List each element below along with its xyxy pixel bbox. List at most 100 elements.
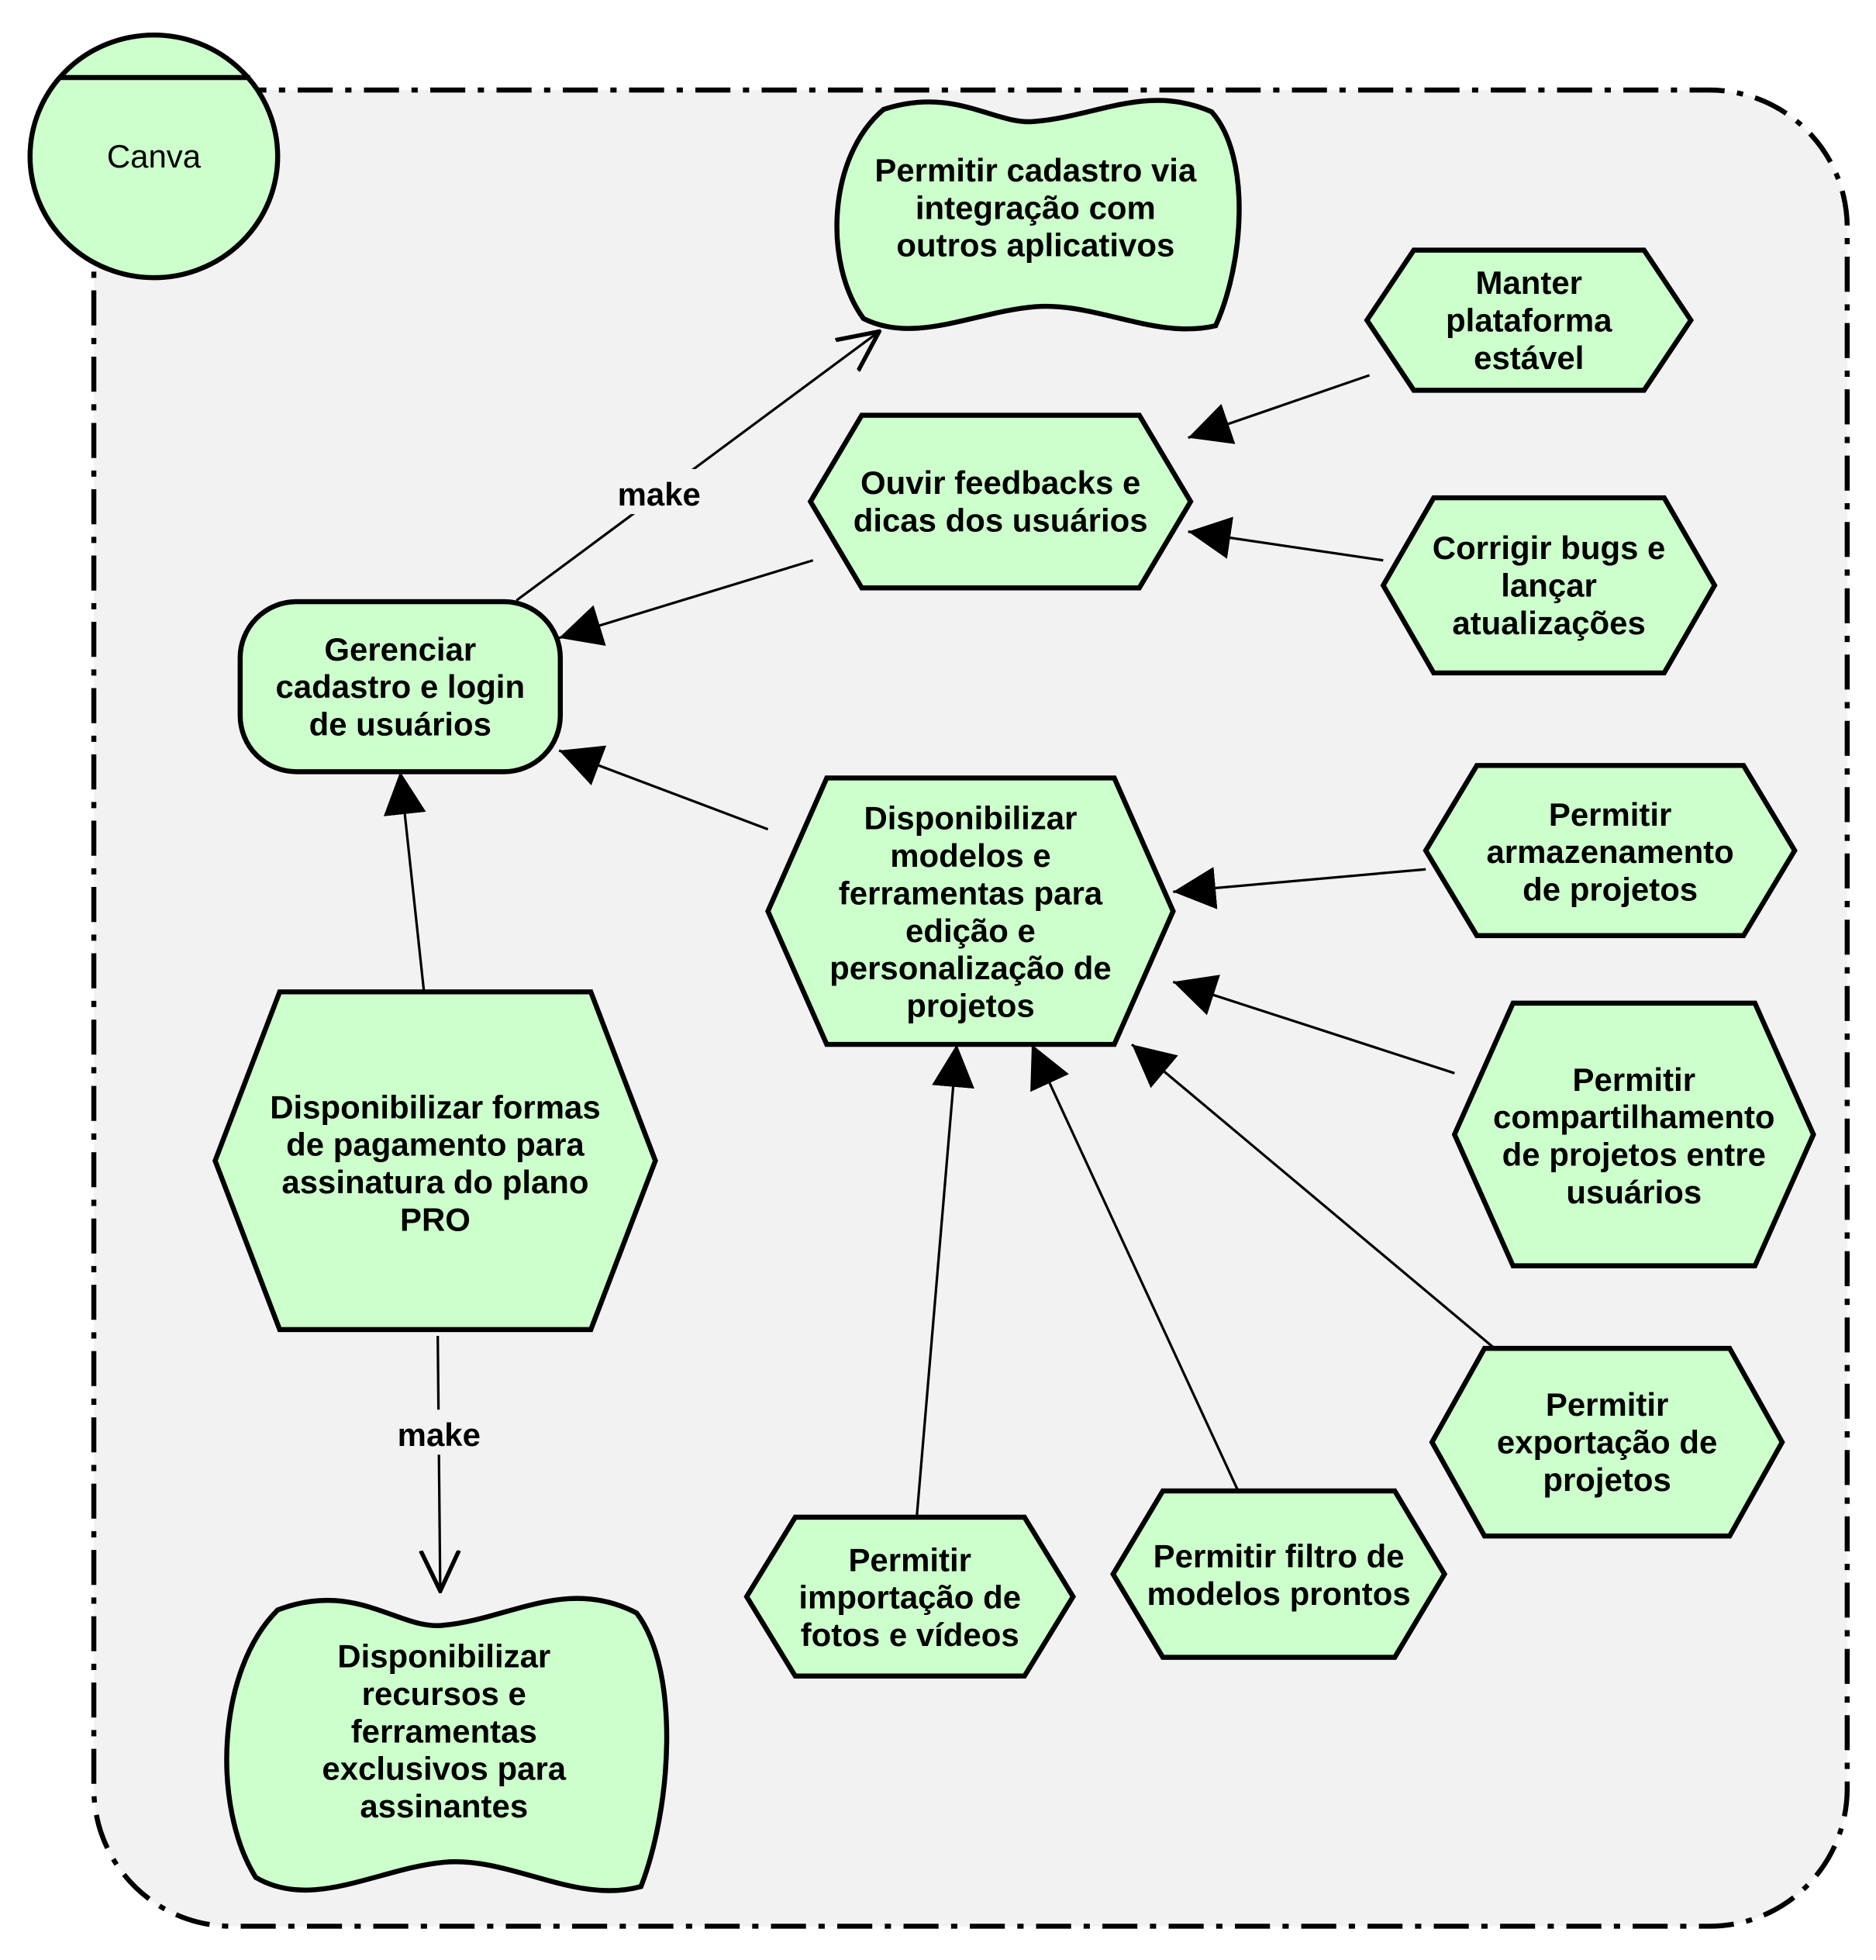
node-label-line: plataforma bbox=[1446, 302, 1612, 339]
node-label-line: de usuários bbox=[309, 706, 491, 743]
node-label-line: Disponibilizar bbox=[864, 800, 1077, 837]
task-shape bbox=[212, 989, 658, 1333]
decomposition-link[interactable] bbox=[1188, 374, 1371, 444]
node-label-line: Permitir filtro de bbox=[1154, 1537, 1405, 1574]
make-link[interactable] bbox=[438, 1335, 440, 1591]
task-shape bbox=[1110, 1488, 1448, 1660]
node-label-line: estável bbox=[1474, 340, 1584, 376]
node-label-line: exportação de bbox=[1497, 1424, 1717, 1461]
node-label-line: edição e bbox=[905, 913, 1036, 949]
node-label-line: de pagamento para bbox=[286, 1127, 585, 1163]
edge-modelos-to-gerenciar[interactable] bbox=[558, 745, 769, 831]
edge-gerenciar-to-integracao[interactable]: make bbox=[516, 332, 879, 602]
node-label-line: fotos e vídeos bbox=[801, 1617, 1019, 1653]
node-label-line: de projetos entre bbox=[1502, 1137, 1766, 1173]
softgoal-shape bbox=[224, 1596, 670, 1893]
node-label-line: PRO bbox=[400, 1201, 471, 1237]
actor-label: Canva bbox=[107, 138, 202, 174]
decomposition-link[interactable] bbox=[1030, 1044, 1240, 1492]
node-label-line: Disponibilizar bbox=[337, 1637, 550, 1674]
task-shape bbox=[1423, 763, 1798, 938]
decomposition-link[interactable] bbox=[1173, 867, 1426, 909]
node-label-line: usuários bbox=[1566, 1174, 1702, 1210]
edge-filtro-to-modelos[interactable] bbox=[1030, 1044, 1240, 1492]
node-label-line: atualizações bbox=[1452, 605, 1645, 641]
node-label-line: compartilhamento bbox=[1493, 1099, 1775, 1135]
decomposition-link[interactable] bbox=[558, 745, 769, 831]
edge-compartilhamento-to-modelos[interactable] bbox=[1172, 975, 1455, 1075]
softgoal-shape bbox=[834, 98, 1242, 332]
edge-importacao-to-modelos[interactable] bbox=[915, 1044, 974, 1518]
node-label-line: assinatura do plano bbox=[281, 1164, 588, 1200]
decomposition-link[interactable] bbox=[915, 1044, 974, 1518]
node-label-line: personalização de bbox=[829, 950, 1112, 986]
node-label-line: cadastro e login bbox=[275, 668, 525, 705]
node-label-line: Permitir bbox=[1549, 796, 1672, 833]
decomposition-link[interactable] bbox=[1172, 975, 1455, 1075]
edge-exportacao-to-modelos[interactable] bbox=[1131, 1043, 1495, 1350]
actor-canva[interactable]: Canva bbox=[27, 32, 281, 281]
node-label-line: Gerenciar bbox=[324, 631, 476, 668]
node-label-line: Permitir bbox=[848, 1541, 971, 1578]
node-label-line: lançar bbox=[1501, 568, 1597, 604]
edge-manter-to-ouvir[interactable] bbox=[1188, 374, 1371, 444]
edge-ouvir-to-gerenciar[interactable] bbox=[558, 559, 814, 646]
goal-shape bbox=[237, 599, 564, 775]
node-label-line: projetos bbox=[906, 988, 1034, 1024]
decomposition-link[interactable] bbox=[558, 559, 814, 646]
node-label-line: Disponibilizar formas bbox=[270, 1089, 600, 1125]
node-label-line: modelos prontos bbox=[1147, 1575, 1411, 1612]
edge-armazenamento-to-modelos[interactable] bbox=[1173, 867, 1426, 909]
task-shape bbox=[1380, 495, 1718, 676]
edge-pagamento-to-gerenciar[interactable] bbox=[383, 771, 426, 992]
task-shape bbox=[1364, 247, 1695, 393]
node-label-line: dicas dos usuários bbox=[854, 502, 1148, 539]
node-label-line: Permitir cadastro via bbox=[874, 152, 1197, 188]
decomposition-link[interactable] bbox=[383, 771, 426, 992]
node-label-line: Corrigir bugs e bbox=[1433, 530, 1666, 566]
node-label-line: modelos e bbox=[890, 837, 1050, 874]
node-label-line: importação de bbox=[798, 1579, 1021, 1616]
node-label-line: ferramentas para bbox=[839, 875, 1103, 911]
node-label-line: de projetos bbox=[1523, 871, 1698, 908]
node-label-line: outros aplicativos bbox=[896, 227, 1174, 264]
node-label-line: Permitir bbox=[1573, 1061, 1695, 1098]
make-link[interactable] bbox=[516, 332, 879, 602]
task-shape bbox=[1451, 1000, 1816, 1268]
decomposition-link[interactable] bbox=[1131, 1043, 1495, 1350]
task-shape bbox=[743, 1514, 1077, 1679]
node-label-line: projetos bbox=[1543, 1461, 1671, 1498]
node-label-line: Manter bbox=[1476, 264, 1583, 301]
node-label-line: armazenamento bbox=[1486, 833, 1733, 870]
edge-label-bg bbox=[606, 468, 712, 515]
edge-label-bg bbox=[386, 1410, 492, 1455]
node-label-line: integração com bbox=[916, 189, 1156, 226]
edge-corrigir-to-ouvir[interactable] bbox=[1188, 516, 1384, 562]
task-shape bbox=[1429, 1345, 1785, 1539]
edge-label: make bbox=[398, 1417, 481, 1453]
node-label-line: assinantes bbox=[360, 1788, 528, 1824]
edge-pagamento-to-recursos[interactable]: make bbox=[386, 1335, 492, 1591]
node-label-line: exclusivos para bbox=[322, 1751, 566, 1787]
decomposition-link[interactable] bbox=[1188, 516, 1384, 562]
node-label-line: recursos e bbox=[362, 1675, 526, 1712]
node-label-line: Ouvir feedbacks e bbox=[860, 464, 1140, 501]
node-label-line: ferramentas bbox=[351, 1713, 537, 1749]
edge-label: make bbox=[618, 476, 701, 512]
node-label-line: Permitir bbox=[1546, 1386, 1669, 1423]
